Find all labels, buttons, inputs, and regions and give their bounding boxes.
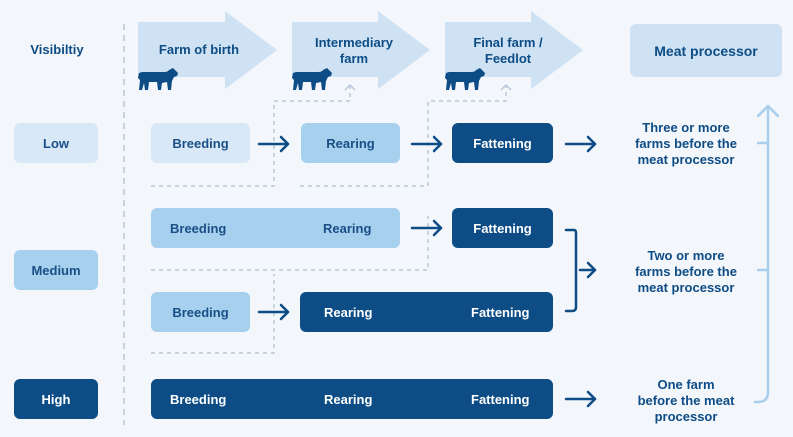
stage-label-line: Final farm /: [473, 35, 543, 50]
stage-box-meat-processor: [630, 24, 782, 77]
dashed-connector: [300, 86, 507, 187]
right-arrow-icon: [564, 390, 597, 408]
bracket-icon: [564, 228, 578, 313]
low-fattening-box: Fattening: [452, 123, 553, 163]
medium-b-rearing-fattening-box: Rearing Fattening: [300, 292, 553, 332]
low-outcome-text: Three or more farms before the meat proc…: [604, 120, 768, 168]
medium-a-fattening-box: Fattening: [452, 208, 553, 248]
stage-label-final-farm: Final farm / Feedlot: [450, 35, 566, 67]
cow-icon: [292, 68, 332, 90]
right-arrow-icon: [410, 219, 443, 237]
high-breeding-label: Breeding: [170, 391, 227, 407]
right-arrow-icon: [564, 135, 597, 153]
high-rearing-label: Rearing: [324, 391, 373, 407]
right-arrow-icon: [257, 303, 290, 321]
up-arrow-icon: [753, 104, 780, 404]
outcome-line: One farm: [657, 377, 715, 392]
medium-a-breeding-rearing-box: Breeding Rearing: [151, 208, 400, 248]
right-arrow-icon: [578, 261, 597, 279]
stage-label-line: farm: [339, 51, 369, 66]
visibility-badge-high: High: [14, 379, 98, 419]
outcome-line: meat processor: [637, 280, 735, 295]
low-breeding-box: Breeding: [151, 123, 250, 163]
outcome-line: Two or more: [647, 248, 725, 263]
cow-icon: [445, 68, 485, 90]
stage-label-meat-processor: Meat processor: [654, 43, 758, 59]
outcome-line: farms before the: [635, 136, 737, 151]
visibility-badge-low: Low: [14, 123, 98, 163]
outcome-line: before the meat: [637, 393, 735, 408]
outcome-line: meat processor: [637, 152, 735, 167]
medium-a-breeding-label: Breeding: [170, 220, 227, 236]
visibility-header: Visibiltiy: [30, 42, 84, 57]
high-fattening-label: Fattening: [471, 391, 530, 407]
medium-a-rearing-label: Rearing: [323, 220, 372, 236]
outcome-line: processor: [654, 409, 718, 424]
right-arrow-icon: [257, 135, 290, 153]
medium-b-fattening-label: Fattening: [471, 304, 530, 320]
stage-label-line: Feedlot: [484, 51, 532, 66]
cow-icon: [138, 68, 178, 90]
high-outcome-text: One farm before the meat processor: [604, 377, 768, 425]
stage-label-line: Intermediary: [314, 35, 394, 50]
medium-outcome-text: Two or more farms before the meat proces…: [604, 248, 768, 296]
dashed-connector: [151, 86, 351, 187]
outcome-line: farms before the: [635, 264, 737, 279]
dashed-connector: [151, 216, 429, 271]
outcome-line: Three or more: [642, 120, 730, 135]
stage-label-intermediary-farm: Intermediary farm: [296, 35, 412, 67]
right-arrow-icon: [410, 135, 443, 153]
dashed-connector: [151, 274, 275, 354]
medium-b-rearing-label: Rearing: [324, 304, 373, 320]
stage-label-farm-of-birth: Farm of birth: [158, 42, 240, 57]
low-rearing-box: Rearing: [301, 123, 400, 163]
visibility-badge-medium: Medium: [14, 250, 98, 290]
high-breeding-rearing-fattening-box: Breeding Rearing Fattening: [151, 379, 553, 419]
medium-b-breeding-box: Breeding: [151, 292, 250, 332]
